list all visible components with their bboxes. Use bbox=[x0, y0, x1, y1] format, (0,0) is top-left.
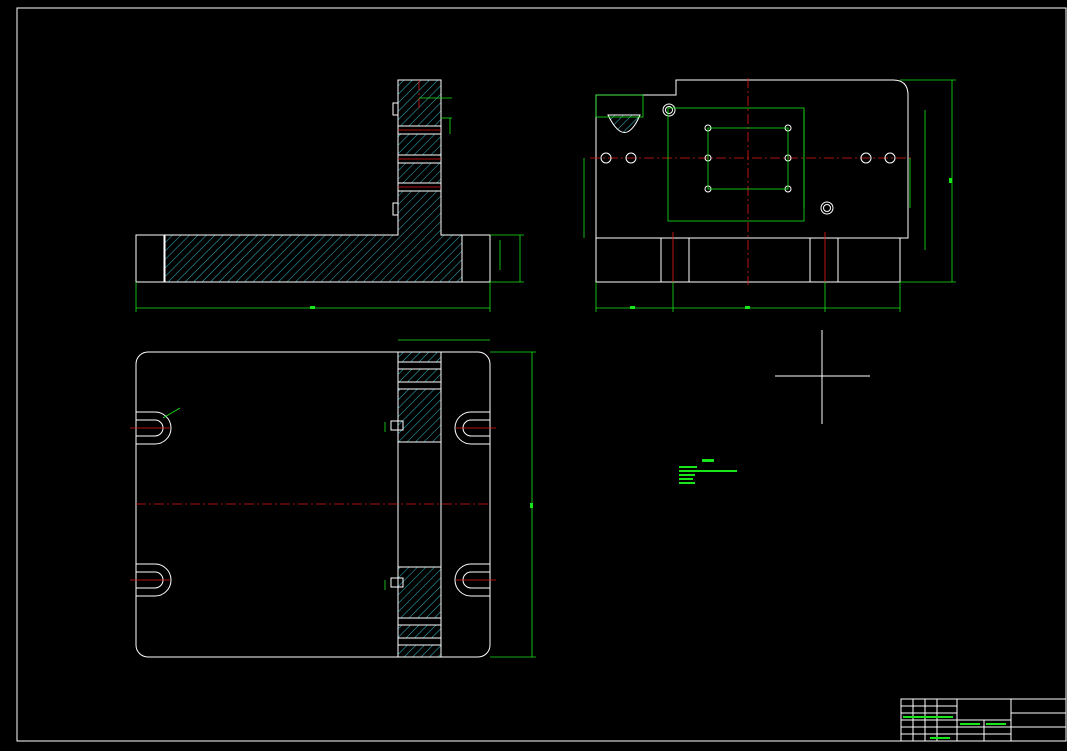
front-section-view bbox=[135, 79, 524, 312]
title-block bbox=[900, 698, 1067, 742]
top-view bbox=[130, 339, 536, 658]
crosshair-cursor-icon bbox=[775, 330, 870, 424]
drawing-border bbox=[16, 7, 1067, 742]
technical-notes bbox=[679, 459, 737, 484]
side-view bbox=[583, 78, 956, 312]
